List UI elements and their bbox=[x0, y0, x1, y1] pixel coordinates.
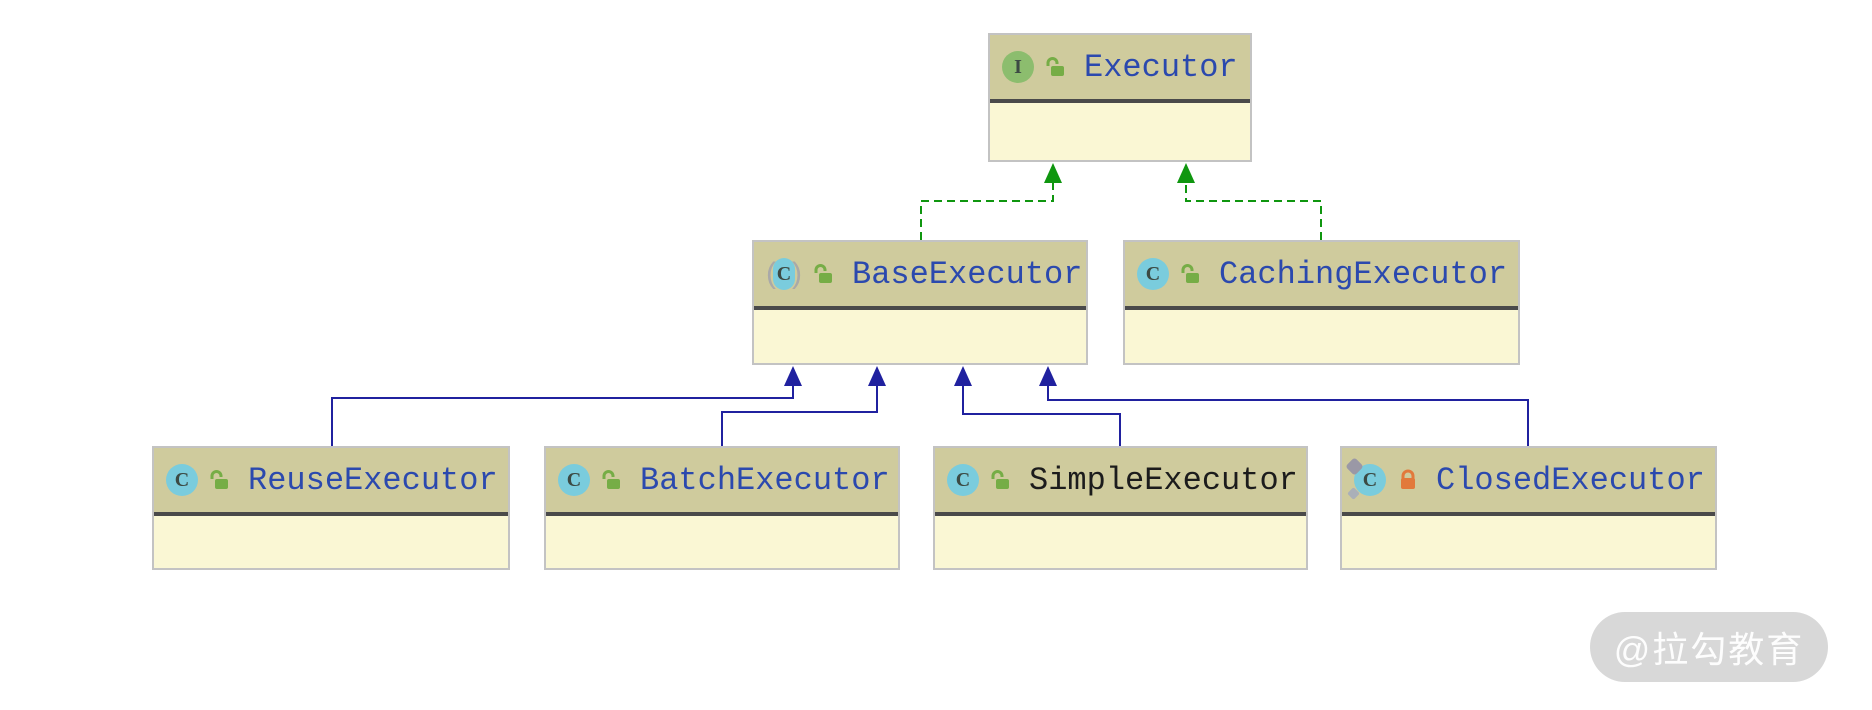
edge-extends-closed-executor-to-base-executor bbox=[1039, 366, 1529, 446]
public-lock-icon bbox=[1046, 57, 1064, 76]
class-node-closed-executor[interactable]: C ClosedExecutor bbox=[1340, 446, 1717, 570]
arrowhead-extends bbox=[868, 366, 886, 386]
public-lock-icon bbox=[814, 264, 832, 283]
node-body bbox=[990, 103, 1250, 160]
public-lock-icon bbox=[210, 470, 228, 489]
class-name-label: BaseExecutor bbox=[852, 255, 1083, 293]
class-name-label: ReuseExecutor bbox=[248, 461, 498, 499]
edge-extends-reuse-executor-to-base-executor bbox=[331, 366, 802, 446]
class-node-reuse-executor[interactable]: C ReuseExecutor bbox=[152, 446, 510, 570]
edge-extends-batch-executor-to-base-executor bbox=[721, 366, 886, 446]
arrowhead-implements bbox=[1044, 163, 1062, 183]
node-header: C SimpleExecutor bbox=[935, 448, 1306, 516]
node-body bbox=[546, 516, 898, 568]
arrowhead-extends bbox=[784, 366, 802, 386]
class-icon: C bbox=[947, 464, 979, 496]
arrowhead-extends bbox=[954, 366, 972, 386]
arrowhead-implements bbox=[1177, 163, 1195, 183]
arrowhead-extends bbox=[1039, 366, 1057, 386]
node-header: C BatchExecutor bbox=[546, 448, 898, 516]
class-node-batch-executor[interactable]: C BatchExecutor bbox=[544, 446, 900, 570]
edge-extends-simple-executor-to-base-executor bbox=[954, 366, 1121, 446]
class-node-executor[interactable]: I Executor bbox=[988, 33, 1252, 162]
public-lock-icon bbox=[602, 470, 620, 489]
private-lock-icon bbox=[1401, 469, 1415, 489]
class-name-label: Executor bbox=[1084, 48, 1238, 86]
node-header: ( C ) BaseExecutor bbox=[754, 242, 1086, 310]
class-icon: C bbox=[1137, 258, 1169, 290]
node-header: C ClosedExecutor bbox=[1342, 448, 1715, 516]
abstract-class-icon: ( C ) bbox=[766, 257, 802, 290]
class-name-label: SimpleExecutor bbox=[1029, 461, 1298, 499]
class-name-label: BatchExecutor bbox=[640, 461, 890, 499]
edge-implements-caching-executor-to-executor bbox=[1177, 163, 1322, 240]
class-node-simple-executor[interactable]: C SimpleExecutor bbox=[933, 446, 1308, 570]
static-class-icon: C bbox=[1345, 457, 1386, 500]
node-header: C ReuseExecutor bbox=[154, 448, 508, 516]
class-node-caching-executor[interactable]: C CachingExecutor bbox=[1123, 240, 1520, 365]
node-body bbox=[154, 516, 508, 568]
node-header: I Executor bbox=[990, 35, 1250, 103]
node-header: C CachingExecutor bbox=[1125, 242, 1518, 310]
watermark-text: @拉勾教育 bbox=[1613, 629, 1805, 670]
node-body bbox=[754, 310, 1086, 363]
watermark-badge: @拉勾教育 bbox=[1590, 612, 1828, 682]
node-body bbox=[1125, 310, 1518, 363]
public-lock-icon bbox=[1181, 264, 1199, 283]
class-icon: C bbox=[558, 464, 590, 496]
interface-icon: I bbox=[1002, 51, 1034, 83]
class-node-base-executor[interactable]: ( C ) BaseExecutor bbox=[752, 240, 1088, 365]
node-body bbox=[935, 516, 1306, 568]
public-lock-icon bbox=[991, 470, 1009, 489]
class-icon: C bbox=[166, 464, 198, 496]
class-name-label: ClosedExecutor bbox=[1436, 461, 1705, 499]
class-name-label: CachingExecutor bbox=[1219, 255, 1508, 293]
edge-implements-base-executor-to-executor bbox=[920, 163, 1062, 240]
node-body bbox=[1342, 516, 1715, 568]
